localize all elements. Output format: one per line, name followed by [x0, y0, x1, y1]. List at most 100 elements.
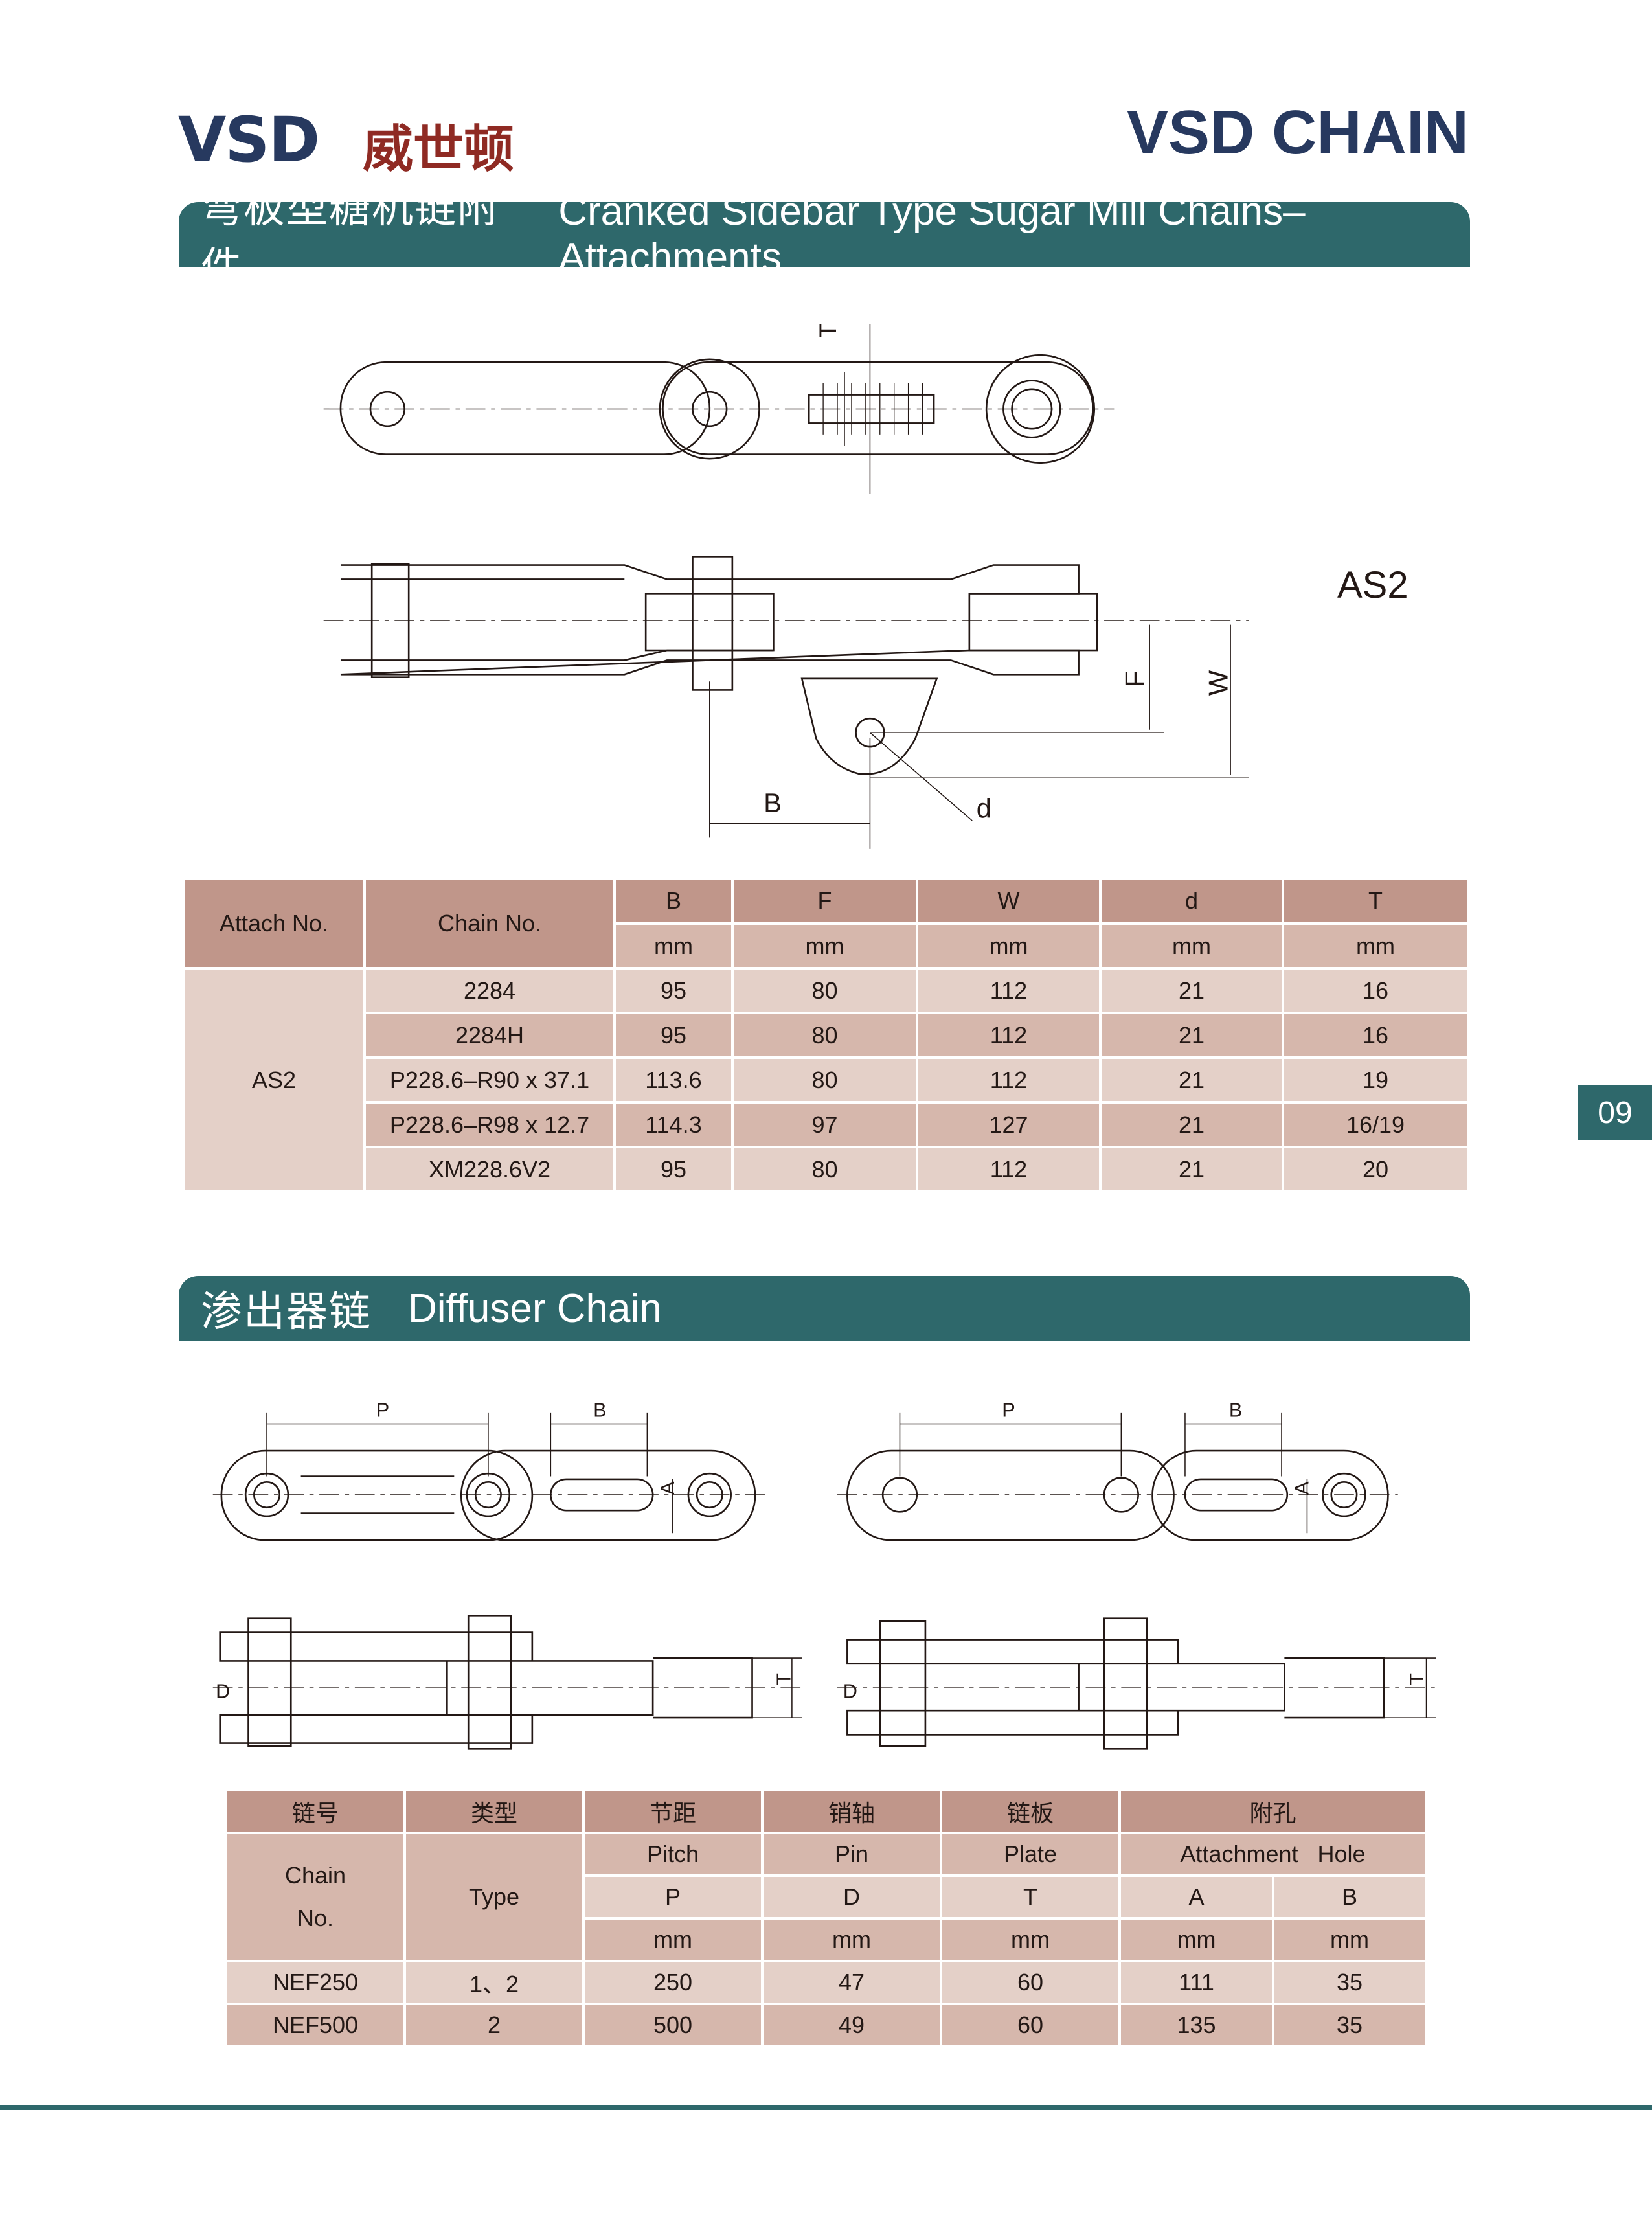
dim-label-p: P — [376, 1398, 389, 1421]
unit: mm — [616, 925, 731, 967]
symbol-a: A — [1121, 1877, 1272, 1917]
unit: mm — [585, 1920, 761, 1960]
header-cn-attachment-hole: 附孔 — [1121, 1791, 1425, 1832]
table-row: P228.6–R98 x 12.7 114.3 97 127 21 16/19 — [185, 1104, 1467, 1146]
header-f: F — [734, 880, 916, 922]
dim-label-a: A — [656, 1481, 679, 1495]
diffuser-type1-side-view: D T — [212, 1615, 802, 1750]
diffuser-type1-top-view: P B A — [212, 1398, 767, 1541]
section1-banner: 弯板型糖机链附件 Cranked Sidebar Type Sugar Mill… — [179, 185, 1470, 291]
cell: 114.3 — [616, 1104, 731, 1146]
dim-label-b-2: B — [1229, 1398, 1242, 1421]
dim-label-t2: T — [773, 1673, 795, 1685]
cell: 112 — [918, 1148, 1099, 1190]
cell: 500 — [585, 2005, 761, 2045]
cell: 135 — [1121, 2005, 1272, 2045]
header-attachment-hole: Attachment Hole — [1121, 1834, 1425, 1874]
header-attach-no: Attach No. — [185, 880, 363, 967]
section2-banner: 渗出器链 Diffuser Chain — [179, 1276, 1470, 1341]
header-d: d — [1102, 880, 1282, 922]
cell: 80 — [734, 970, 916, 1012]
cell: 95 — [616, 1014, 731, 1056]
section1-title-en: Cranked Sidebar Type Sugar Mill Chains–A… — [558, 189, 1306, 280]
dim-label-p-2: P — [1002, 1398, 1015, 1421]
header-t: T — [1284, 880, 1467, 922]
cell: 80 — [734, 1059, 916, 1101]
dim-label-b: B — [764, 788, 782, 818]
cell: 60 — [942, 1962, 1118, 2003]
cell: 1、2 — [406, 1962, 582, 2003]
header-pitch: Pitch — [585, 1834, 761, 1874]
dim-label-d2: D — [216, 1679, 230, 1702]
table-row: NEF250 1、2 250 47 60 111 35 — [227, 1962, 1425, 2003]
unit: mm — [1284, 925, 1467, 967]
chain-no-cell: 2284 — [366, 970, 613, 1012]
header-chain-no: Chain No. — [227, 1834, 403, 1960]
diffuser-type2-top-view: P B A — [837, 1398, 1398, 1541]
header-w: W — [918, 880, 1099, 922]
dim-label-d: d — [977, 793, 991, 824]
symbol-d: D — [764, 1877, 940, 1917]
cell: 19 — [1284, 1059, 1467, 1101]
cell: 250 — [585, 1962, 761, 2003]
cell: 16 — [1284, 970, 1467, 1012]
logo-chinese-name: 威世顿 — [363, 120, 515, 177]
dim-label-a-2: A — [1291, 1481, 1313, 1495]
section1-title-cn: 弯板型糖机链附件 — [201, 185, 500, 291]
header-type: Type — [406, 1834, 582, 1960]
cell: 21 — [1102, 970, 1282, 1012]
section2-title-en: Diffuser Chain — [408, 1286, 662, 1331]
cell: 97 — [734, 1104, 916, 1146]
cell: 21 — [1102, 1059, 1282, 1101]
cell: 95 — [616, 970, 731, 1012]
diffuser-chain-table: 链号 类型 节距 销轴 链板 附孔 Chain No. Type Pitch P… — [225, 1789, 1427, 2048]
cell: 112 — [918, 970, 1099, 1012]
cell: 21 — [1102, 1104, 1282, 1146]
header-chain-line2: No. — [297, 1905, 334, 1931]
cell: 47 — [764, 1962, 940, 2003]
cell: 60 — [942, 2005, 1118, 2045]
chain-no-cell: 2284H — [366, 1014, 613, 1056]
cell: 112 — [918, 1014, 1099, 1056]
unit: mm — [918, 925, 1099, 967]
header-plate: Plate — [942, 1834, 1118, 1874]
diffuser-type2-side-view: D T — [837, 1617, 1436, 1750]
header-cn-chain-no: 链号 — [227, 1791, 403, 1832]
table-row: AS2 2284 95 80 112 21 16 — [185, 970, 1467, 1190]
symbol-b: B — [1274, 1877, 1425, 1917]
cell: 112 — [918, 1059, 1099, 1101]
cell: 111 — [1121, 1962, 1272, 2003]
cell: 2 — [406, 2005, 582, 2045]
diagram-label-as2: AS2 — [1337, 564, 1409, 606]
dim-label-t: T — [814, 323, 841, 338]
unit: mm — [1274, 1920, 1425, 1960]
footer-divider — [0, 2105, 1652, 2110]
cell: 16/19 — [1284, 1104, 1467, 1146]
header-cn-type: 类型 — [406, 1791, 582, 1832]
as2-side-view: B d F W — [323, 556, 1249, 849]
chain-no-cell: XM228.6V2 — [366, 1148, 613, 1190]
brand-title: VSD CHAIN — [1126, 98, 1469, 167]
attach-no-cell: AS2 — [185, 970, 363, 1190]
cell: 80 — [734, 1014, 916, 1056]
symbol-p: P — [585, 1877, 761, 1917]
chain-no-cell: P228.6–R98 x 12.7 — [366, 1104, 613, 1146]
cell: 35 — [1274, 2005, 1425, 2045]
header-cn-pin: 销轴 — [764, 1791, 940, 1832]
unit: mm — [1102, 925, 1282, 967]
dim-label-b2: B — [593, 1398, 606, 1421]
chain-no-cell: P228.6–R90 x 37.1 — [366, 1059, 613, 1101]
cell: 20 — [1284, 1148, 1467, 1190]
cell: 80 — [734, 1148, 916, 1190]
as2-top-view: T — [323, 323, 1115, 494]
table-row: XM228.6V2 95 80 112 21 20 — [185, 1148, 1467, 1190]
table-row: NEF500 2 500 49 60 135 35 — [227, 2005, 1425, 2045]
cell: 127 — [918, 1104, 1099, 1146]
table-row: 2284H 95 80 112 21 16 — [185, 1014, 1467, 1056]
symbol-t: T — [942, 1877, 1118, 1917]
header-b: B — [616, 880, 731, 922]
header-chain-line1: Chain — [284, 1862, 346, 1889]
dim-label-t-2: T — [1405, 1673, 1428, 1685]
header-cn-plate: 链板 — [942, 1791, 1118, 1832]
